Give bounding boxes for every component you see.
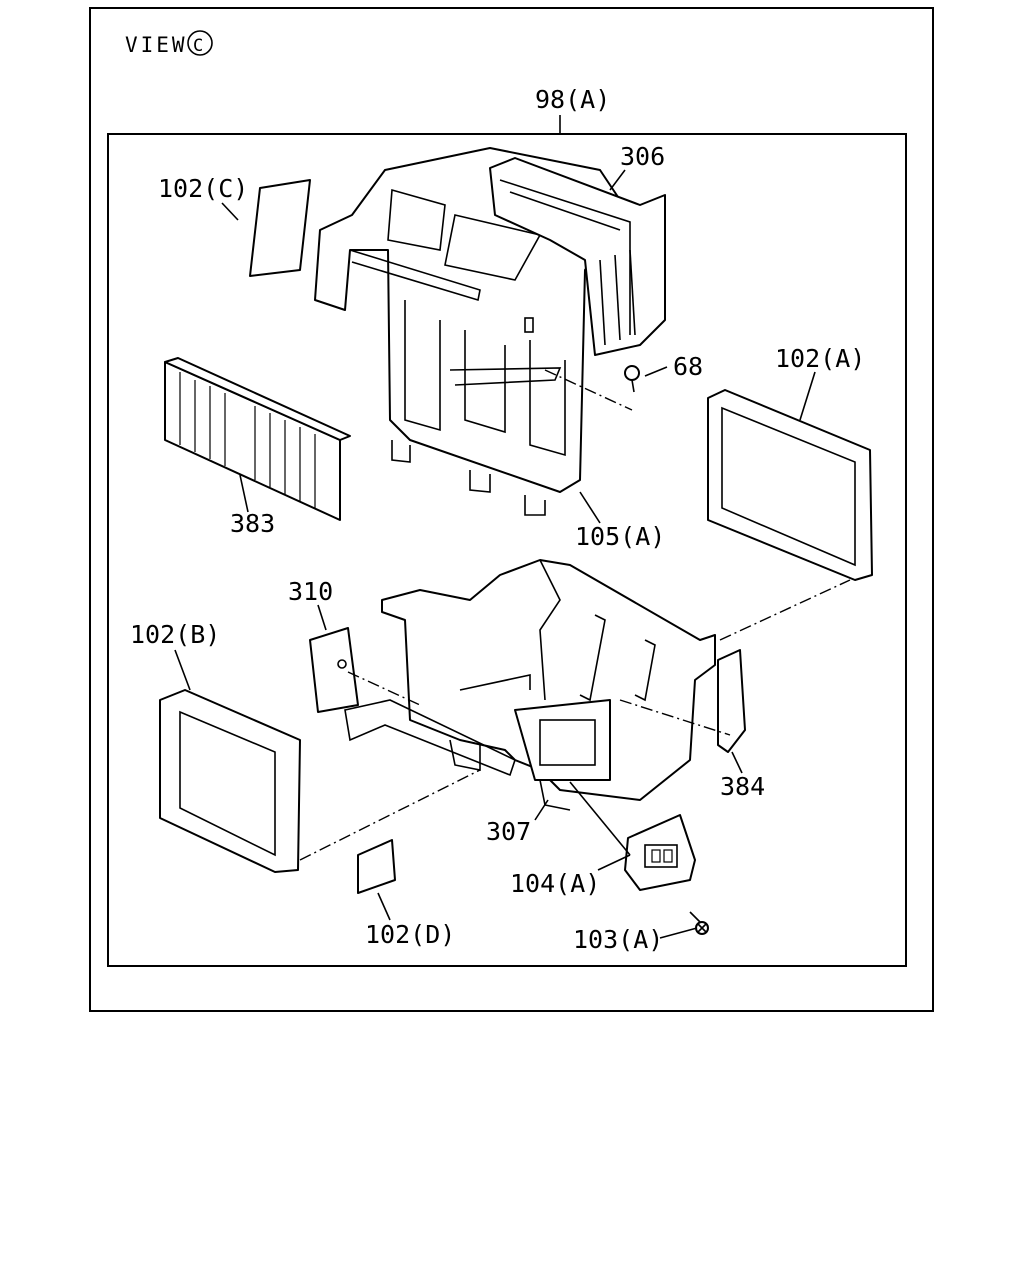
callout-384: 384 xyxy=(720,772,765,801)
callout-102C: 102(C) xyxy=(158,174,248,203)
centerline-310 xyxy=(347,671,421,706)
callout-310: 310 xyxy=(288,577,333,606)
screw-68-icon xyxy=(624,365,640,393)
part-383-filter xyxy=(164,357,351,521)
view-label: VIEW xyxy=(125,33,188,57)
svg-text:C: C xyxy=(193,36,203,56)
part-102C-panel xyxy=(249,179,311,277)
callout-306: 306 xyxy=(620,142,665,171)
part-104A-resistor xyxy=(624,814,696,891)
part-102D-pad xyxy=(357,839,396,894)
callout-102D: 102(D) xyxy=(365,920,455,949)
centerline-102B xyxy=(299,769,481,861)
outer-frame xyxy=(89,7,934,1012)
screw-103A-icon xyxy=(689,911,709,935)
callout-103A: 103(A) xyxy=(573,925,663,954)
centerline-68 xyxy=(544,369,633,411)
part-102A-frame xyxy=(707,389,873,581)
inner-frame xyxy=(107,133,907,967)
part-384-bracket xyxy=(717,649,746,753)
callout-104A: 104(A) xyxy=(510,869,600,898)
callout-307: 307 xyxy=(486,817,531,846)
callout-102B: 102(B) xyxy=(130,620,220,649)
part-102B-frame xyxy=(159,689,301,873)
centerline-384 xyxy=(619,699,731,736)
callout-105A: 105(A) xyxy=(575,522,665,551)
part-310-foam xyxy=(309,627,359,713)
view-mark-icon: C xyxy=(187,30,213,56)
callout-98A: 98(A) xyxy=(535,85,610,114)
leader-lines xyxy=(174,115,816,939)
callout-102A: 102(A) xyxy=(775,344,865,373)
part-306-cover xyxy=(489,157,666,356)
part-307-lower-case xyxy=(344,559,716,811)
callout-383: 383 xyxy=(230,509,275,538)
callout-68: 68 xyxy=(673,352,703,381)
centerline-102A xyxy=(719,579,851,641)
